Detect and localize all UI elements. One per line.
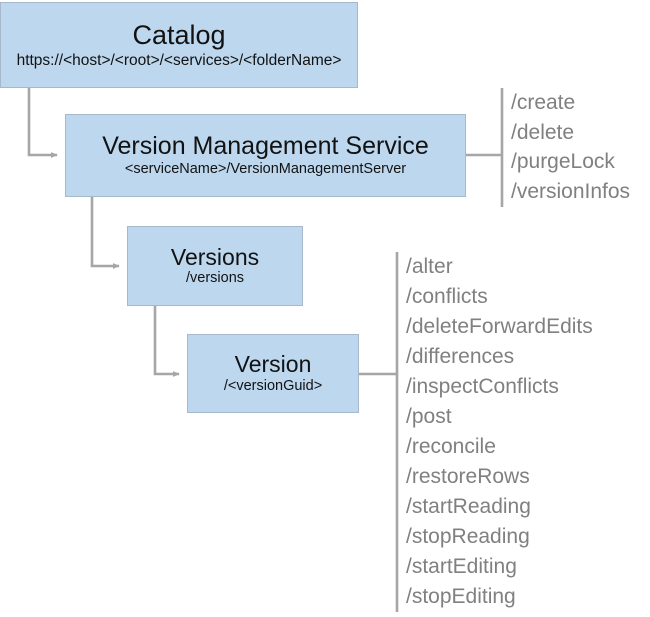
version-operation-item[interactable]: /stopReading [406, 525, 530, 548]
service-operation-item[interactable]: /delete [511, 120, 575, 144]
version-operation-item[interactable]: /inspectConflicts [406, 375, 559, 398]
service-operation-item[interactable]: /purgeLock [511, 150, 615, 173]
version-operation-item[interactable]: /startReading [406, 495, 531, 518]
version-operation-item[interactable]: /deleteForwardEdits [406, 315, 593, 338]
version-operation-item[interactable]: /restoreRows [406, 465, 530, 488]
node-catalog[interactable]: Catalog https://<host>/<root>/<services>… [0, 2, 358, 88]
node-version-subtitle: /<versionGuid> [223, 377, 323, 394]
service-operation-item[interactable]: /versionInfos [511, 179, 631, 203]
node-versions[interactable]: Versions /versions [127, 226, 303, 306]
node-version-management-service[interactable]: Version Management Service <serviceName>… [65, 114, 466, 197]
connector-versions-to-version [153, 306, 180, 377]
connector-catalog-to-service [27, 88, 58, 158]
service-operations-list: /create/delete/purgeLock/versionInfos [511, 88, 630, 206]
node-version-management-service-title: Version Management Service [102, 131, 429, 160]
service-operation-item[interactable]: /create [511, 91, 576, 114]
version-operations-list: /alter/conflicts/deleteForwardEdits/diff… [406, 252, 593, 612]
node-versions-subtitle: /versions [185, 270, 245, 287]
version-operation-item[interactable]: /stopEditing [406, 585, 516, 608]
version-operation-item[interactable]: /conflicts [406, 285, 488, 308]
version-operation-item[interactable]: /post [406, 405, 452, 428]
node-version-management-service-subtitle: <serviceName>/VersionManagementServer [124, 161, 407, 178]
node-version[interactable]: Version /<versionGuid> [187, 334, 359, 413]
version-operation-item[interactable]: /differences [406, 345, 515, 368]
node-version-title: Version [234, 351, 312, 378]
node-versions-title: Versions [170, 243, 260, 270]
version-operation-item[interactable]: /reconcile [406, 435, 496, 458]
version-operation-item[interactable]: /startEditing [406, 555, 517, 578]
version-operation-item[interactable]: /alter [406, 255, 453, 278]
node-catalog-title: Catalog [132, 19, 226, 50]
node-catalog-subtitle: https://<host>/<root>/<services>/<folder… [16, 52, 342, 70]
connector-service-to-versions [90, 197, 120, 269]
